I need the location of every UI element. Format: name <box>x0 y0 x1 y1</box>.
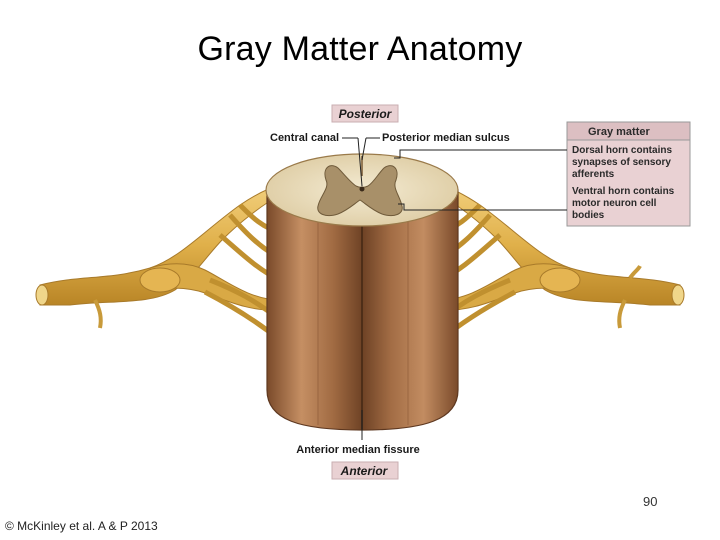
page-title: Gray Matter Anatomy <box>197 30 523 68</box>
anterior-label: Anterior <box>340 464 389 478</box>
posterior-label: Posterior <box>339 107 393 121</box>
gray-matter <box>317 165 403 217</box>
central-canal <box>359 186 365 192</box>
anterior-median-fissure-label: Anterior median fissure <box>296 444 419 456</box>
dorsal-line-2: synapses of sensory <box>572 157 671 168</box>
left-spinal-nerve <box>35 184 282 342</box>
ventral-line-2: motor neuron cell <box>572 198 657 209</box>
ventral-line-1: Ventral horn contains <box>572 186 675 197</box>
dorsal-horn-leader <box>394 149 567 159</box>
central-canal-pointer <box>357 137 363 187</box>
gray-matter-callout: Gray matter Dorsal horn contains synapse… <box>566 121 691 227</box>
page-number: 90 <box>643 494 658 509</box>
copyright-credit: © McKinley et al. A & P 2013 <box>5 519 158 533</box>
posterior-label-box <box>331 104 399 123</box>
ventral-horn-leader <box>398 203 567 211</box>
posterior-median-sulcus-label: Posterior median sulcus <box>382 132 510 144</box>
anterior-label-box <box>331 461 399 480</box>
spinal-cord-body <box>266 189 459 431</box>
central-canal-label: Central canal <box>270 132 339 144</box>
gray-matter-heading: Gray matter <box>588 126 650 138</box>
dorsal-line-1: Dorsal horn contains <box>572 145 672 156</box>
sulcus-pointer <box>361 137 367 161</box>
dorsal-line-3: afferents <box>572 169 615 180</box>
ventral-line-3: bodies <box>572 210 605 221</box>
cord-cross-section <box>265 153 459 227</box>
